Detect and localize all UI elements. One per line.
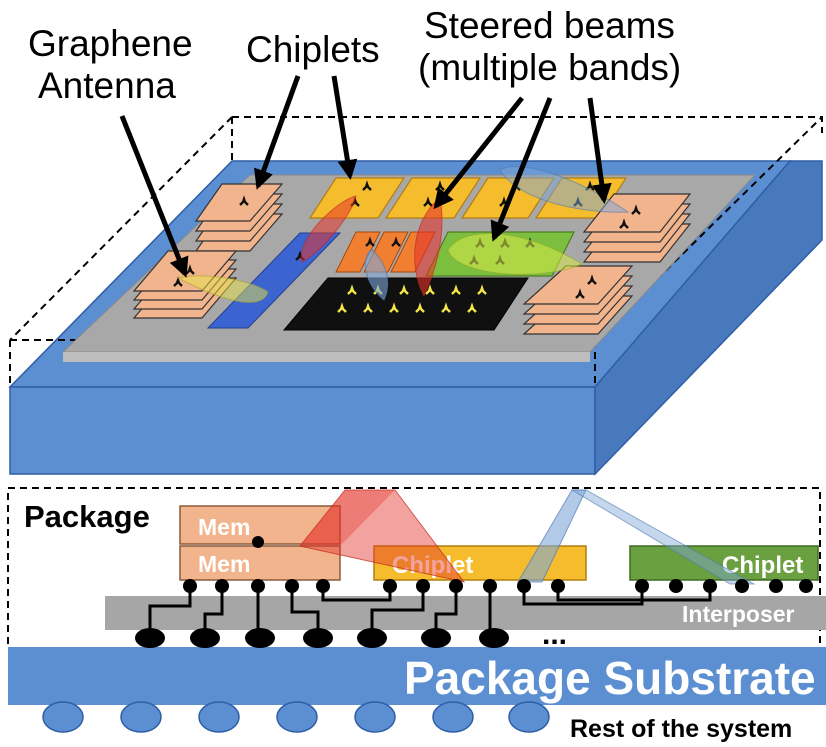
arrow-chiplets-right: [331, 75, 358, 180]
xs-beam-red-inner: [300, 490, 395, 546]
package-substrate-bar: [8, 647, 826, 705]
arrow-graphene-antenna: [119, 115, 189, 278]
cross-section-view: Package Package Substrate Rest of the sy…: [7, 487, 826, 743]
micro-bumps: [183, 536, 813, 593]
interposer-bar: [105, 596, 826, 630]
label-package-substrate: Package Substrate: [404, 652, 816, 704]
beam-blue-center: [364, 249, 388, 301]
beam-red-left: [301, 195, 357, 263]
label-interposer: Interposer: [682, 601, 795, 627]
arrow-beam-blue: [587, 97, 612, 204]
xs-beam-red: [299, 489, 466, 583]
beam-yellow-green: [447, 232, 584, 275]
arrow-chiplets-left: [254, 75, 301, 190]
label-chiplet-right: Chiplet: [722, 552, 803, 579]
label-graphene-line1: Graphene: [28, 23, 193, 64]
memory-stack-left-back: [194, 183, 284, 252]
interposer-wiring: [148, 544, 712, 632]
beam-yellow-left: [176, 275, 269, 303]
label-steered-beams-line2: (multiple bands): [418, 47, 681, 88]
label-chiplet-center: Chiplet: [392, 552, 473, 579]
arrow-beam-green: [490, 97, 553, 242]
solder-balls-bottom: [42, 701, 550, 733]
callout-arrows: [119, 75, 612, 278]
xs-beam-blue-right: [570, 489, 756, 585]
package-3d-view: Graphene Antenna Chiplets Steered beams …: [8, 5, 823, 476]
arrow-beam-red: [433, 96, 524, 210]
interposer-plate-edge: [63, 352, 590, 362]
label-steered-beams-line1: Steered beams: [424, 5, 675, 46]
label-mem-top: Mem: [198, 514, 250, 540]
substrate-front: [9, 386, 596, 475]
label-mem-bottom: Mem: [198, 551, 250, 577]
c4-bumps: [135, 628, 509, 648]
label-ellipsis: ...: [542, 618, 567, 651]
cross-section-beams: [299, 489, 756, 585]
label-graphene-line2: Antenna: [38, 65, 176, 106]
memory-stack-right-front: [522, 265, 634, 335]
package-boundary-dashed: [7, 487, 821, 649]
substrate-side: [594, 160, 823, 476]
label-rest-of-system: Rest of the system: [570, 715, 792, 743]
black-processor-chip: [282, 277, 529, 331]
label-package: Package: [24, 499, 150, 534]
label-chiplets: Chiplets: [246, 29, 380, 70]
